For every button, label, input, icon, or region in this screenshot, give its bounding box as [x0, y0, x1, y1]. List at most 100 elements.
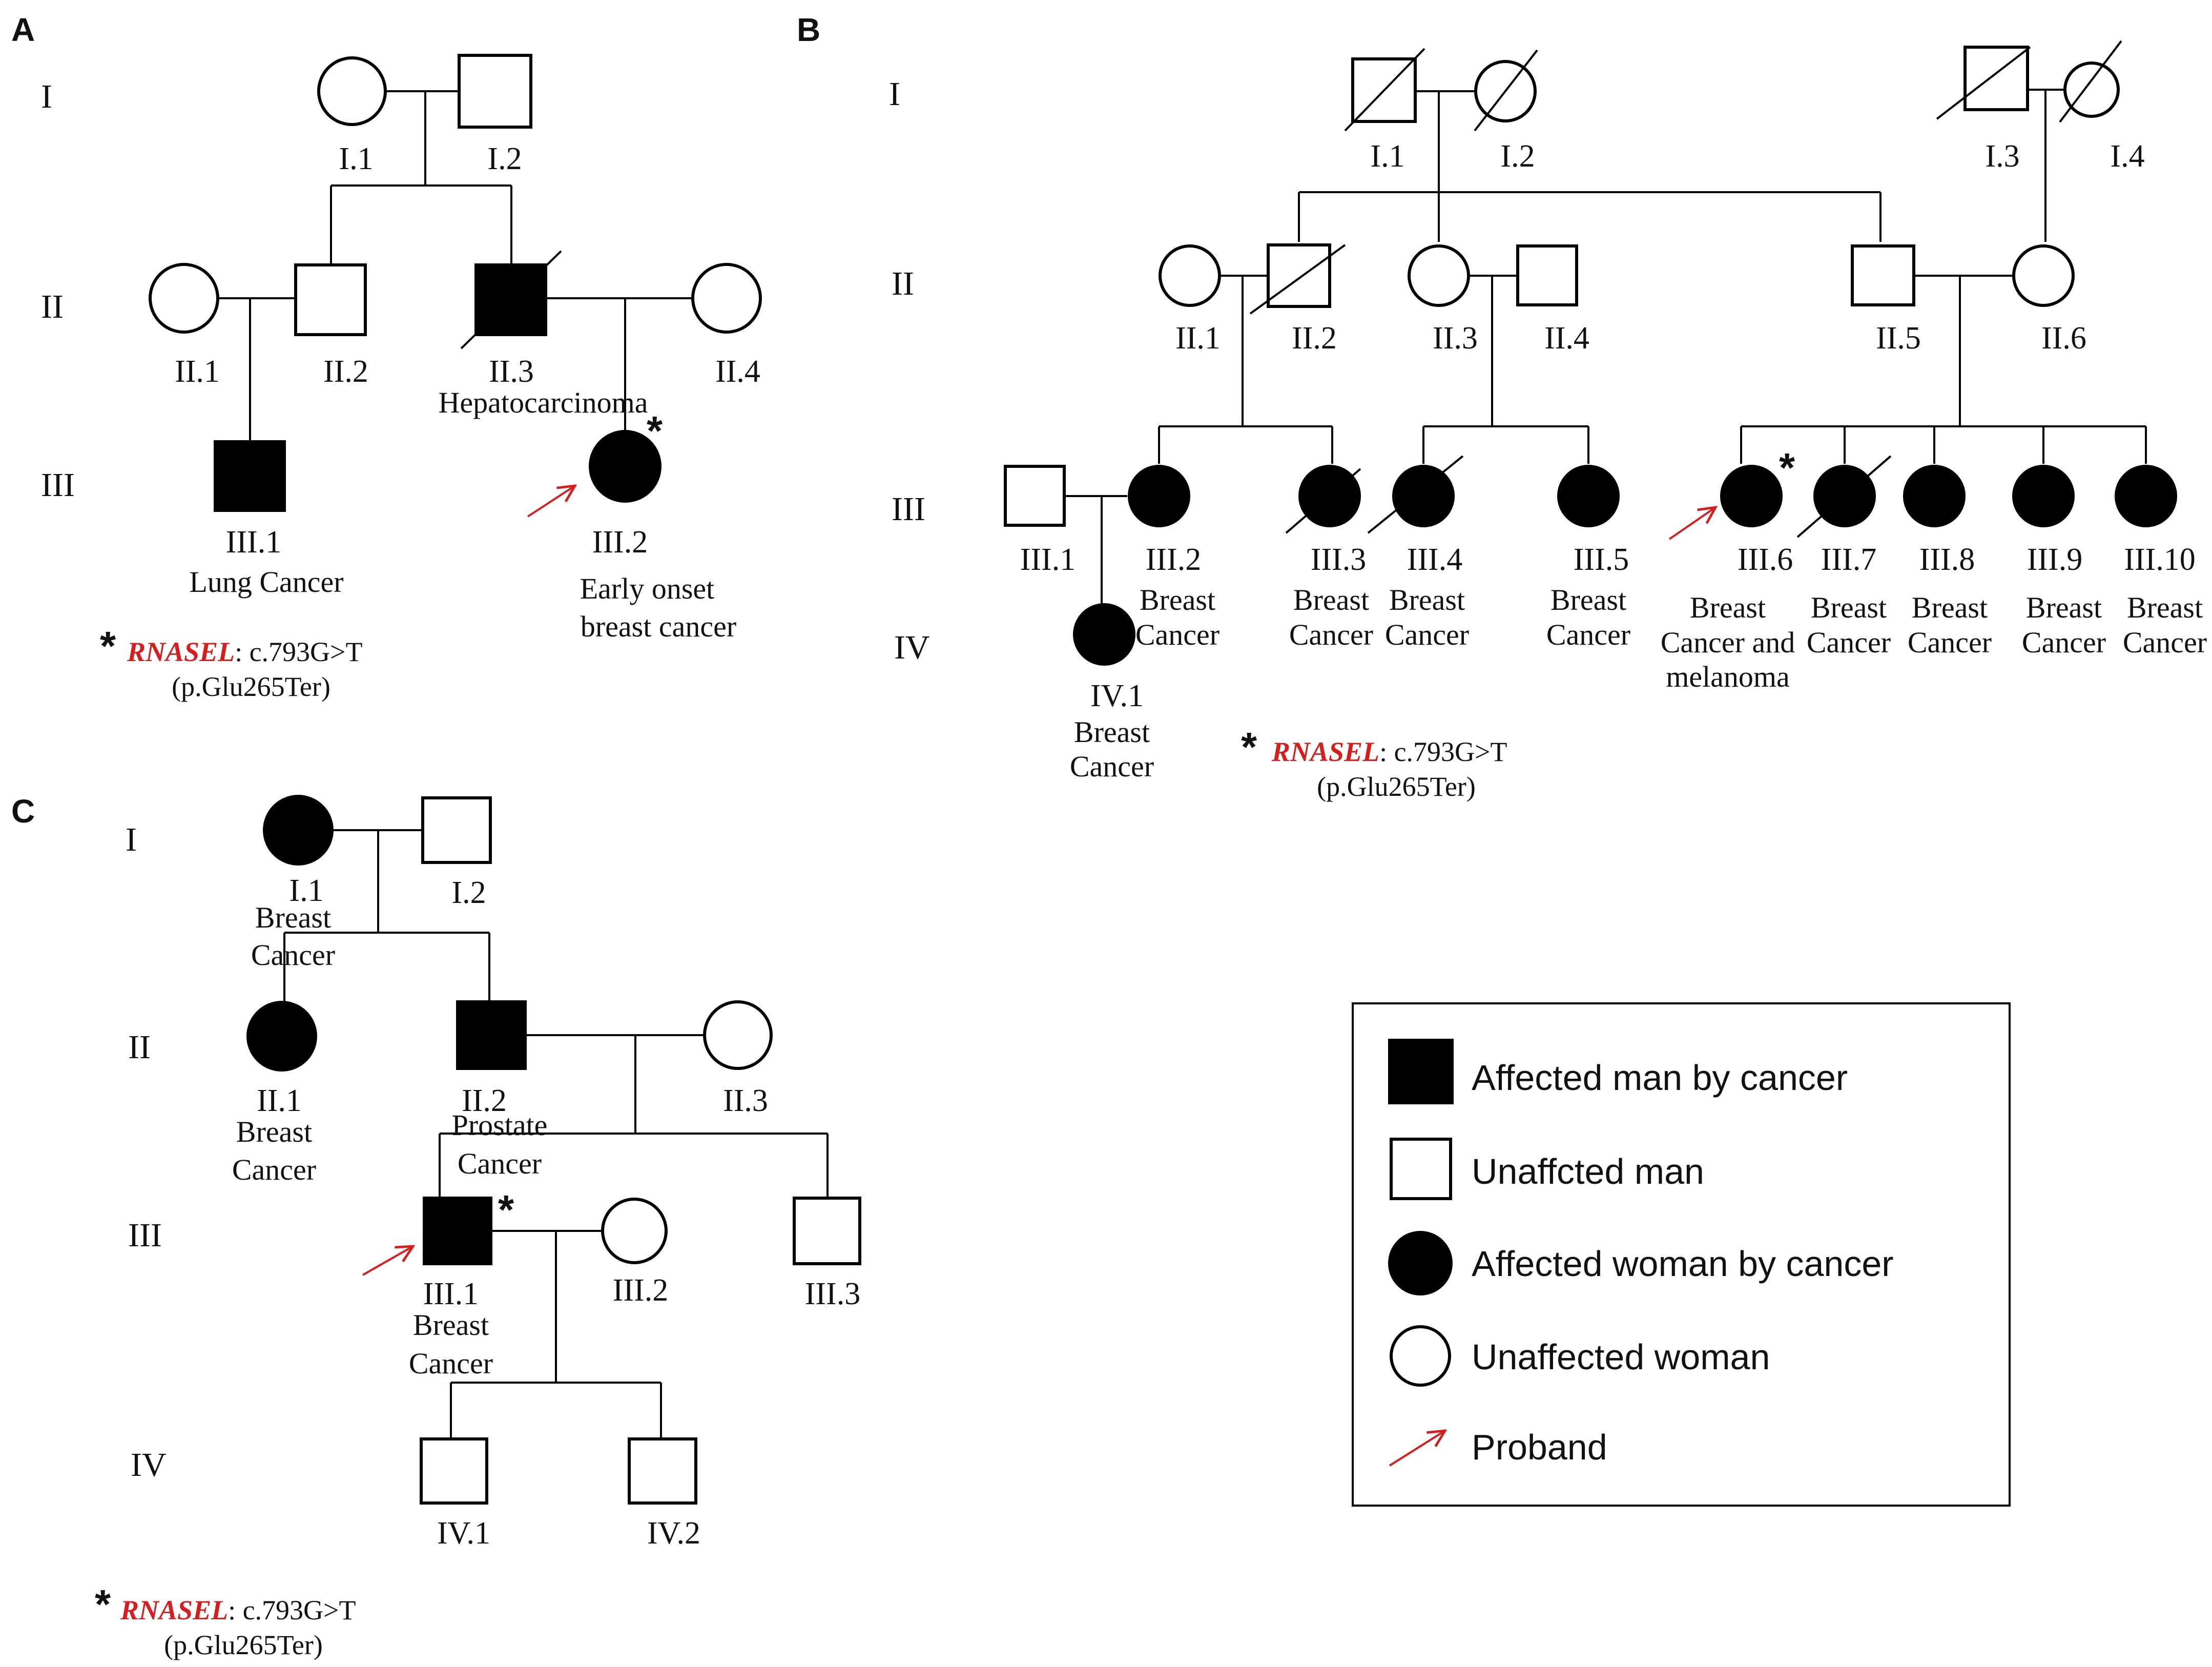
b-protein-change: (p.Glu265Ter) [1317, 771, 1476, 802]
legend: Affected man by cancer Unaffcted man Aff… [1352, 1002, 2011, 1507]
b-iii7-disease-1: Breast [1811, 591, 1887, 624]
b-iii8-disease-2: Cancer [1908, 626, 1992, 659]
a-gene-name: RNASEL [127, 636, 235, 667]
a-protein-change: (p.Glu265Ter) [172, 671, 330, 702]
b-iii6-disease-2: Cancer and [1661, 626, 1795, 659]
b-iii6-label: III.6 [1738, 542, 1793, 577]
c-iii3-label: III.3 [805, 1277, 860, 1311]
c-iii1-disease-1: Breast [413, 1308, 489, 1342]
c-ii3-label: II.3 [723, 1083, 768, 1118]
c-iii1-symbol [423, 1197, 492, 1265]
b-iii6-symbol [1720, 465, 1783, 527]
a-ii3-deceased-line [460, 250, 562, 349]
c-carrier-star: * [498, 1187, 514, 1232]
a-carrier-star: * [647, 408, 663, 454]
a-i1-symbol [317, 56, 387, 126]
b-mutation-note: * RNASEL: c.793G>T (p.Glu265Ter) [1241, 724, 1507, 802]
legend-proband-arrow-icon [1389, 1431, 1445, 1467]
c-i1-disease-1: Breast [255, 901, 331, 934]
a-mutation-note: * RNASEL: c.793G>T (p.Glu265Ter) [100, 623, 363, 702]
b-cdna-change: : c.793G>T [1379, 736, 1507, 767]
a-iii2-label: III.2 [592, 525, 648, 560]
b-iii7-disease-2: Cancer [1807, 626, 1891, 659]
b-iii4-disease-2: Cancer [1385, 618, 1469, 651]
b-i3-deceased-line [1936, 46, 2031, 120]
panel-b-gen-2: II [892, 265, 914, 302]
a-ii2-symbol [294, 263, 367, 336]
legend-unaffected-woman-icon [1390, 1325, 1451, 1387]
panel-c: C I II III IV [11, 793, 861, 1660]
a-ii4-symbol [691, 263, 762, 334]
panel-a: A I II III * I.1 [11, 11, 762, 702]
a-mutation-star: * [100, 623, 116, 669]
c-mutation-star: * [95, 1581, 111, 1627]
panel-c-letter: C [11, 793, 35, 830]
c-iv1-label: IV.1 [437, 1516, 490, 1551]
b-iii8-disease-1: Breast [1912, 591, 1988, 624]
panel-a-gen-3: III [41, 466, 75, 504]
b-iii6-disease-1: Breast [1690, 591, 1766, 624]
b-iii8-symbol [1903, 465, 1966, 527]
b-ii4-symbol [1516, 244, 1578, 306]
c-i1-label: I.1 [289, 873, 323, 908]
b-ii3-label: II.3 [1433, 321, 1478, 356]
a-iii2-disease-2: breast cancer [581, 610, 736, 643]
b-iii5-label: III.5 [1574, 542, 1629, 577]
a-ii4-label: II.4 [715, 354, 760, 389]
b-iii4-symbol [1392, 465, 1455, 527]
legend-unaffected-woman-label: Unaffected woman [1472, 1337, 1770, 1377]
b-gene-name: RNASEL [1271, 736, 1379, 767]
a-iii2-symbol [589, 430, 661, 503]
a-i1-label: I.1 [339, 141, 373, 176]
panel-c-gen-2: II [128, 1028, 151, 1066]
a-ii1-label: II.1 [175, 354, 220, 389]
b-ii6-label: II.6 [2041, 321, 2086, 356]
b-iii5-disease-1: Breast [1551, 583, 1626, 616]
c-ii2-label: II.2 [462, 1083, 507, 1118]
b-iii2-label: III.2 [1146, 542, 1201, 577]
b-i2-label: I.2 [1500, 139, 1535, 174]
a-ii3-disease: Hepatocarcinoma [438, 386, 648, 419]
b-i4-deceased-line [2059, 40, 2122, 123]
svg-text:RNASEL: c.793G>T: RNASEL: c.793G>T [120, 1595, 356, 1625]
a-cdna-change: : c.793G>T [235, 636, 362, 667]
legend-affected-man-icon [1388, 1039, 1454, 1104]
b-i3-label: I.3 [1985, 139, 2019, 174]
b-iii10-label: III.10 [2124, 542, 2195, 577]
b-mutation-star: * [1241, 724, 1257, 770]
a-ii1-symbol [149, 263, 219, 334]
c-cdna-change: : c.793G>T [228, 1595, 356, 1625]
b-proband-arrow [1668, 507, 1715, 540]
a-iii2-disease-1: Early onset [580, 572, 715, 605]
panel-c-gen-4: IV [131, 1446, 167, 1484]
legend-affected-man-label: Affected man by cancer [1472, 1058, 1848, 1098]
legend-affected-woman-icon [1388, 1231, 1453, 1295]
a-ii3-label: II.3 [489, 354, 534, 389]
b-i1-deceased-line [1344, 48, 1425, 132]
panel-b-gen-3: III [892, 490, 925, 528]
c-i2-symbol [421, 796, 492, 864]
b-iii4-deceased-line [1367, 455, 1464, 534]
b-ii2-label: II.2 [1292, 321, 1337, 356]
c-ii1-label: II.1 [257, 1083, 302, 1118]
b-iii5-disease-2: Cancer [1546, 618, 1630, 651]
b-i4-symbol [2063, 61, 2120, 118]
legend-item-unaffected-man: Unaffcted man [1390, 1138, 1704, 1200]
b-iii6-disease-3: melanoma [1666, 660, 1790, 693]
b-ii6-symbol [2012, 244, 2075, 307]
legend-proband-label: Proband [1472, 1427, 1607, 1467]
b-ii5-label: II.5 [1876, 321, 1921, 356]
panel-c-lines [283, 829, 829, 1439]
c-protein-change: (p.Glu265Ter) [164, 1630, 323, 1660]
svg-text:RNASEL: c.793G>T: RNASEL: c.793G>T [1271, 736, 1507, 767]
b-ii1-label: II.1 [1175, 321, 1221, 356]
panel-b-lines [1064, 89, 2147, 604]
b-iii3-deceased-line [1285, 468, 1361, 534]
b-iii9-disease-2: Cancer [2022, 626, 2106, 659]
a-iii1-symbol [214, 440, 286, 512]
b-iii3-label: III.3 [1311, 542, 1366, 577]
panel-b-gen-1: I [889, 75, 900, 113]
panel-b: B I II III IV [797, 11, 2207, 802]
b-iii7-deceased-line [1796, 455, 1892, 538]
